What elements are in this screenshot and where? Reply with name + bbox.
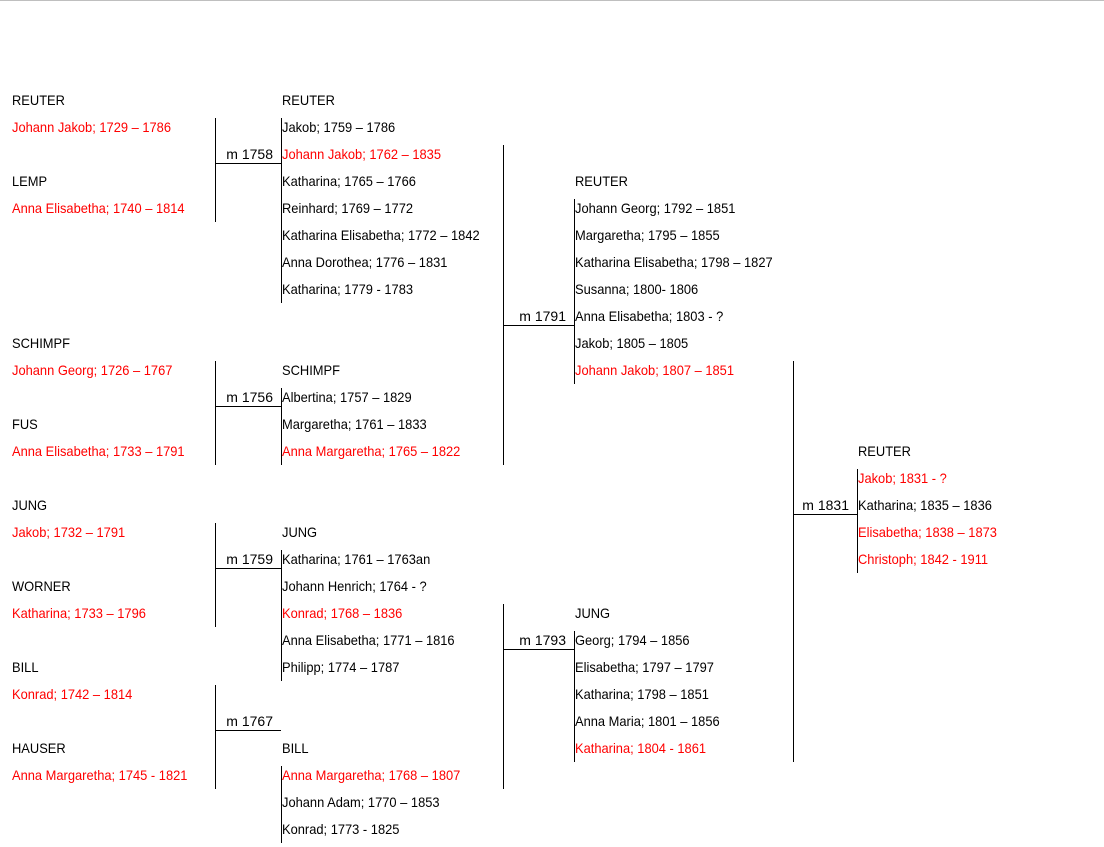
person-entry: Margaretha; 1795 – 1855 [575, 227, 720, 243]
marriage-connector [215, 406, 281, 407]
person-entry: Katharina; 1804 - 1861 [575, 740, 707, 756]
family-surname: REUTER [12, 92, 65, 108]
person-entry: Katharina; 1798 – 1851 [575, 686, 709, 702]
person-entry: Anna Dorothea; 1776 – 1831 [282, 254, 448, 270]
children-bracket [281, 550, 282, 681]
person-entry: Susanna; 1800- 1806 [575, 281, 699, 297]
person-entry: Johann Henrich; 1764 - ? [282, 578, 427, 594]
marriage-year-label: m 1767 [226, 713, 273, 729]
person-entry: Anna Elisabetha; 1803 - ? [575, 308, 724, 324]
person-entry: Johann Jakob; 1762 – 1835 [282, 146, 441, 162]
marriage-connector [215, 163, 281, 164]
marriage-connector [503, 325, 574, 326]
top-border [0, 0, 1104, 1]
parents-bracket [215, 685, 216, 789]
parents-bracket [215, 361, 216, 465]
children-bracket [281, 388, 282, 465]
person-entry: Katharina; 1733 – 1796 [12, 605, 146, 621]
person-entry: Katharina; 1765 – 1766 [282, 173, 416, 189]
marriage-year-label: m 1759 [226, 551, 273, 567]
person-entry: Johann Georg; 1726 – 1767 [12, 362, 173, 378]
marriage-year-label: m 1791 [519, 308, 566, 324]
children-bracket [281, 766, 282, 843]
person-entry: Johann Jakob; 1807 – 1851 [575, 362, 734, 378]
family-surname: WORNER [12, 578, 71, 594]
person-entry: Anna Margaretha; 1765 – 1822 [282, 443, 461, 459]
family-surname: HAUSER [12, 740, 66, 756]
person-entry: Konrad; 1773 - 1825 [282, 821, 400, 837]
family-surname: FUS [12, 416, 38, 432]
parents-bracket [503, 604, 504, 789]
person-entry: Elisabetha; 1838 – 1873 [858, 524, 997, 540]
person-entry: Reinhard; 1769 – 1772 [282, 200, 414, 216]
family-surname: SCHIMPF [12, 335, 70, 351]
family-surname: REUTER [282, 92, 335, 108]
person-entry: Anna Margaretha; 1768 – 1807 [282, 767, 461, 783]
marriage-connector [503, 649, 574, 650]
person-entry: Katharina; 1779 - 1783 [282, 281, 414, 297]
marriage-year-label: m 1831 [802, 497, 849, 513]
parents-bracket [215, 523, 216, 627]
family-surname: REUTER [575, 173, 628, 189]
family-surname: JUNG [12, 497, 48, 513]
marriage-year-label: m 1756 [226, 389, 273, 405]
person-entry: Johann Jakob; 1729 – 1786 [12, 119, 171, 135]
children-bracket [281, 118, 282, 303]
person-entry: Konrad; 1768 – 1836 [282, 605, 403, 621]
family-surname: BILL [12, 659, 39, 675]
person-entry: Philipp; 1774 – 1787 [282, 659, 400, 675]
person-entry: Jakob; 1831 - ? [858, 470, 947, 486]
person-entry: Anna Elisabetha; 1740 – 1814 [12, 200, 185, 216]
person-entry: Katharina Elisabetha; 1772 – 1842 [282, 227, 480, 243]
family-surname: REUTER [858, 443, 911, 459]
person-entry: Johann Adam; 1770 – 1853 [282, 794, 440, 810]
children-bracket [574, 631, 575, 762]
marriage-connector [215, 730, 281, 731]
marriage-year-label: m 1793 [519, 632, 566, 648]
parents-bracket [793, 361, 794, 762]
person-entry: Jakob; 1759 – 1786 [282, 119, 396, 135]
person-entry: Johann Georg; 1792 – 1851 [575, 200, 736, 216]
person-entry: Elisabetha; 1797 – 1797 [575, 659, 714, 675]
person-entry: Margaretha; 1761 – 1833 [282, 416, 427, 432]
person-entry: Anna Margaretha; 1745 - 1821 [12, 767, 188, 783]
marriage-year-label: m 1758 [226, 146, 273, 162]
person-entry: Konrad; 1742 – 1814 [12, 686, 133, 702]
person-entry: Georg; 1794 – 1856 [575, 632, 690, 648]
person-entry: Anna Elisabetha; 1771 – 1816 [282, 632, 455, 648]
parents-bracket [215, 118, 216, 222]
family-surname: LEMP [12, 173, 48, 189]
person-entry: Jakob; 1805 – 1805 [575, 335, 689, 351]
person-entry: Jakob; 1732 – 1791 [12, 524, 126, 540]
children-bracket [574, 199, 575, 384]
family-surname: SCHIMPF [282, 362, 340, 378]
person-entry: Anna Maria; 1801 – 1856 [575, 713, 720, 729]
children-bracket [857, 469, 858, 573]
family-surname: JUNG [282, 524, 318, 540]
family-surname: BILL [282, 740, 309, 756]
person-entry: Katharina; 1761 – 1763an [282, 551, 431, 567]
person-entry: Katharina Elisabetha; 1798 – 1827 [575, 254, 773, 270]
marriage-connector [215, 568, 281, 569]
family-surname: JUNG [575, 605, 611, 621]
person-entry: Anna Elisabetha; 1733 – 1791 [12, 443, 185, 459]
marriage-connector [793, 514, 857, 515]
person-entry: Christoph; 1842 - 1911 [858, 551, 989, 567]
person-entry: Albertina; 1757 – 1829 [282, 389, 412, 405]
person-entry: Katharina; 1835 – 1836 [858, 497, 992, 513]
parents-bracket [503, 145, 504, 465]
